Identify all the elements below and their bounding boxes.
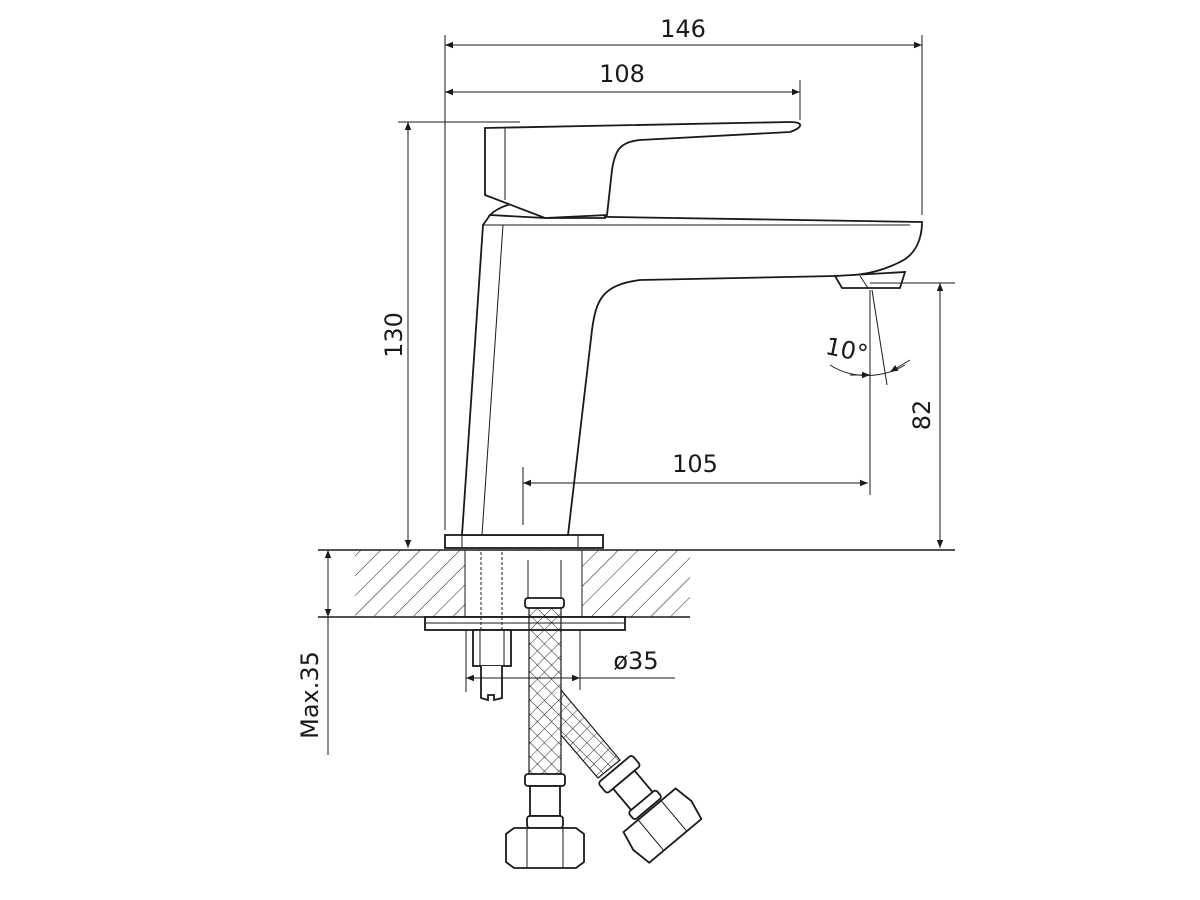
dimension-max35: Max.35 xyxy=(296,550,332,755)
dimension-label-diameter: ø35 xyxy=(613,647,658,675)
countertop-section xyxy=(318,549,955,618)
dimension-label-105: 105 xyxy=(672,450,718,478)
faucet-body xyxy=(444,121,923,549)
dimension-label-146: 146 xyxy=(660,15,706,43)
supply-hoses xyxy=(505,560,703,869)
dimension-label-130: 130 xyxy=(380,312,408,358)
dimension-130: 130 xyxy=(380,121,520,548)
dimension-108: 108 xyxy=(445,60,801,120)
mounting-hardware xyxy=(424,552,626,702)
dimension-label-108: 108 xyxy=(599,60,645,88)
dimension-label-max35: Max.35 xyxy=(296,651,324,739)
dimension-label-82: 82 xyxy=(908,400,936,431)
dimension-146: 146 xyxy=(444,15,923,530)
dimension-82: 82 xyxy=(870,282,955,548)
dimension-label-angle: 10° xyxy=(823,332,870,368)
dimension-diameter-35: ø35 xyxy=(465,630,675,692)
dimension-angle-10: 10° xyxy=(823,289,911,386)
dimension-105: 105 xyxy=(522,290,871,525)
